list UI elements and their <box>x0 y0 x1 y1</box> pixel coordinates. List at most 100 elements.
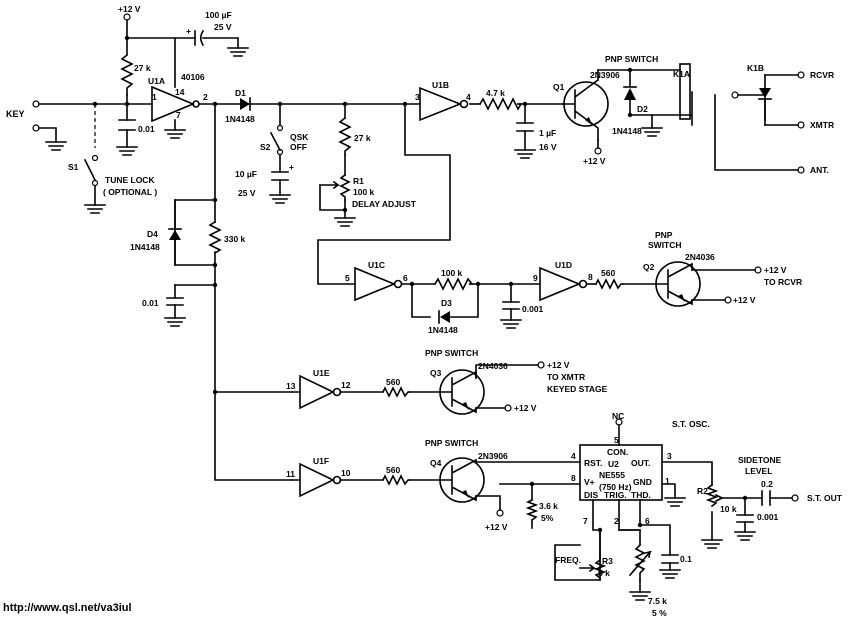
capacitor-0-01-key <box>118 119 136 131</box>
label-q2: Q2 <box>643 262 655 272</box>
label-q1: Q1 <box>553 82 565 92</box>
inverter-u1d <box>539 266 582 302</box>
label-q3-part: 2N4036 <box>478 361 508 371</box>
label-key: KEY <box>6 109 25 119</box>
label-pin12: 12 <box>341 380 351 390</box>
label-u2-pin7: 7 <box>583 516 588 526</box>
resistor-100k <box>433 277 474 291</box>
label-pin10: 10 <box>341 468 351 478</box>
label-plus-qsk: + <box>289 162 294 172</box>
label-pin9: 9 <box>533 273 538 283</box>
label-xmtr: XMTR <box>810 120 834 130</box>
label-q1-part: 2N3906 <box>590 70 620 80</box>
capacitor-0-001-out <box>736 514 754 523</box>
label-c-555: 0.1 <box>680 554 692 564</box>
key-terminal <box>32 100 40 108</box>
transistor-q3 <box>439 369 485 415</box>
label-pin4: 4 <box>466 92 471 102</box>
diode-d4 <box>169 230 181 240</box>
label-d2: D2 <box>637 104 648 114</box>
label-r560-3: 560 <box>386 465 400 475</box>
label-u2-part: NE555 <box>599 470 625 480</box>
label-u2-pin5: 5 <box>614 435 619 445</box>
label-r2-val: 10 k <box>720 504 737 514</box>
junction-dots <box>92 35 748 533</box>
resistor-27k-mid <box>338 116 352 156</box>
label-rcvr: RCVR <box>810 70 834 80</box>
label-d1: D1 <box>235 88 246 98</box>
label-pin5: 5 <box>345 273 350 283</box>
resistor-r3 <box>593 558 607 581</box>
label-u2-pin2: 2 <box>614 516 619 526</box>
transistor-q2 <box>655 261 701 307</box>
label-freq: FREQ. <box>555 555 581 565</box>
label-pin11: 11 <box>286 469 295 479</box>
label-u2-trig: TRIG. <box>604 490 627 500</box>
inverter-u1a <box>151 85 196 123</box>
label-st-out: S.T. OUT <box>807 493 843 503</box>
label-d4-part: 1N4148 <box>130 242 160 252</box>
label-r100k: 100 k <box>441 268 463 278</box>
label-s2: S2 <box>260 142 271 152</box>
label-c-mid: 0.01 <box>142 298 159 308</box>
label-sidetone-1: SIDETONE <box>738 455 782 465</box>
label-pin13: 13 <box>286 381 296 391</box>
label-u2-thd: THD. <box>631 490 651 500</box>
diode-d2 <box>624 88 636 100</box>
label-q4-title: PNP SWITCH <box>425 438 478 448</box>
label-tune-lock-1: TUNE LOCK <box>105 175 155 185</box>
label-u2-freq: (750 Hz) <box>599 482 632 492</box>
label-pin3: 3 <box>415 92 420 102</box>
inverter-u1b <box>419 86 463 122</box>
label-c-qsk-v: 25 V <box>238 188 256 198</box>
label-r330k: 330 k <box>224 234 246 244</box>
resistors <box>120 53 724 581</box>
label-r3: R3 <box>602 556 613 566</box>
label-qsk-2: OFF <box>290 142 307 152</box>
label-u2-nc: NC <box>612 411 624 421</box>
label-to-rcvr: TO RCVR <box>764 277 802 287</box>
label-r560-2: 560 <box>386 377 400 387</box>
label-u2-pin3: 3 <box>667 451 672 461</box>
resistor-3k6 <box>525 498 539 522</box>
transistors <box>439 78 701 503</box>
diode-k1b <box>759 88 771 98</box>
label-k1b: K1B <box>747 63 764 73</box>
label-u1f: U1F <box>313 456 329 466</box>
label-pin6: 6 <box>403 273 408 283</box>
label-u1b: U1B <box>432 80 449 90</box>
inverter-u1f <box>299 462 335 498</box>
label-c-q1: 1 µF <box>539 128 556 138</box>
transistor-q1 <box>562 78 609 141</box>
resistor-r2 <box>705 483 719 508</box>
label-u2-pin8: 8 <box>571 473 576 483</box>
label-u2-pin4: 4 <box>571 451 576 461</box>
label-r7k5: 7.5 k <box>648 596 667 606</box>
label-q1-title: PNP SWITCH <box>605 54 658 64</box>
label-r27k-mid: 27 k <box>354 133 371 143</box>
label-u1c: U1C <box>368 260 385 270</box>
resistor-4k7 <box>478 97 523 111</box>
diode-d1 <box>240 98 250 110</box>
label-c-u1d: 0.001 <box>522 304 544 314</box>
labels: +12 V 100 µF 25 V + KEY 27 k 0.01 U1A 40… <box>3 4 843 618</box>
capacitors <box>118 29 771 564</box>
capacitor-1uF <box>516 122 534 132</box>
label-q1-supply: +12 V <box>583 156 606 166</box>
label-u2: U2 <box>608 459 619 469</box>
label-c-top-v: 25 V <box>214 22 232 32</box>
capacitor-0-001 <box>502 301 520 310</box>
inverter-u1c <box>354 266 397 302</box>
label-d3-part: 1N4148 <box>428 325 458 335</box>
label-s1: S1 <box>68 162 79 172</box>
label-pin8: 8 <box>588 272 593 282</box>
label-u1d: U1D <box>555 260 572 270</box>
label-r2: R2 <box>697 486 708 496</box>
label-supply-top: +12 V <box>118 4 141 14</box>
label-r3k6-tol: 5% <box>541 513 554 523</box>
label-q2-title-1: PNP <box>655 230 673 240</box>
label-c-qsk: 10 µF <box>235 169 257 179</box>
label-c-key: 0.01 <box>138 124 155 134</box>
label-u2-gnd: GND <box>633 477 652 487</box>
